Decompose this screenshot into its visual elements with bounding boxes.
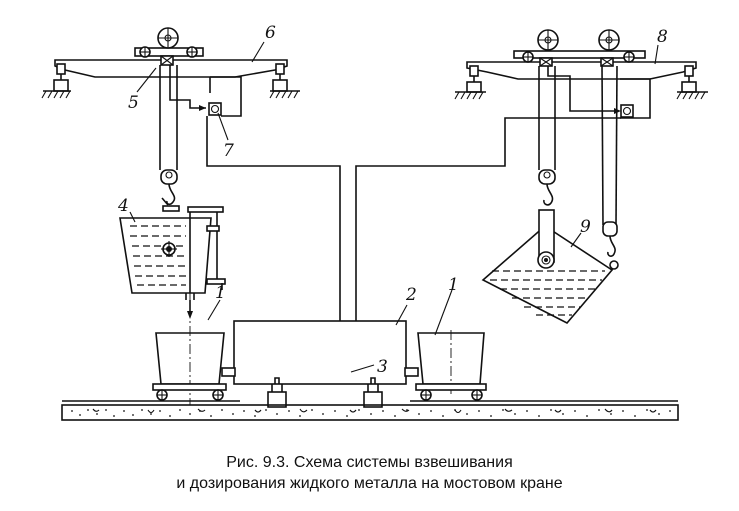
- leader-lines: [129, 41, 659, 373]
- mixer-support-left: [267, 377, 287, 408]
- figure-caption: Рис. 9.3. Схема системы взвешивания и до…: [0, 452, 739, 494]
- label-7: 7: [223, 141, 234, 161]
- ladle-right: [481, 209, 614, 325]
- transmitter-left: [208, 102, 222, 116]
- ladle-left: [119, 206, 226, 405]
- load-sensor-left: [160, 55, 174, 66]
- label-6: 6: [265, 23, 276, 43]
- hook-right-aux: [602, 221, 619, 270]
- mixer-support-right: [363, 377, 383, 408]
- weighing-system-diagram: 6 5 7 4 3 2 1 1 8 9: [41, 23, 708, 421]
- hook-left: [160, 169, 180, 212]
- ladle-left-liquid: [130, 225, 186, 286]
- support-right-b: [676, 65, 708, 100]
- load-sensor-right-main: [539, 57, 553, 67]
- support-left-b: [269, 63, 300, 99]
- hook-right-main: [538, 169, 556, 206]
- label-2: 2: [405, 285, 417, 305]
- wagon-right: [415, 330, 487, 401]
- label-9: 9: [580, 217, 591, 237]
- signal-cable-left: [206, 116, 341, 355]
- label-1-right: 1: [448, 275, 459, 295]
- mixer: [221, 320, 419, 408]
- signal-cable-right: [355, 117, 621, 355]
- support-right-a: [454, 65, 486, 100]
- label-3: 3: [377, 357, 388, 377]
- support-left-a: [41, 63, 71, 99]
- ladle-right-liquid: [490, 270, 605, 316]
- label-5: 5: [128, 93, 139, 113]
- crane-left: [41, 27, 343, 361]
- label-4: 4: [117, 196, 129, 216]
- trolley-right: [513, 29, 646, 63]
- crane-bridge-right: [466, 61, 697, 80]
- label-8: 8: [657, 27, 668, 47]
- crane-right: [353, 29, 708, 361]
- trolley-left: [134, 27, 204, 58]
- label-1-left: 1: [215, 283, 226, 303]
- transmitter-right: [620, 104, 634, 118]
- wagon-left: [152, 332, 227, 401]
- foundation: [61, 400, 679, 421]
- load-sensor-right-aux: [600, 57, 614, 67]
- caption-line-1: Рис. 9.3. Схема системы взвешивания: [226, 454, 513, 471]
- caption-line-2: и дозирования жидкого металла на мостово…: [176, 475, 563, 492]
